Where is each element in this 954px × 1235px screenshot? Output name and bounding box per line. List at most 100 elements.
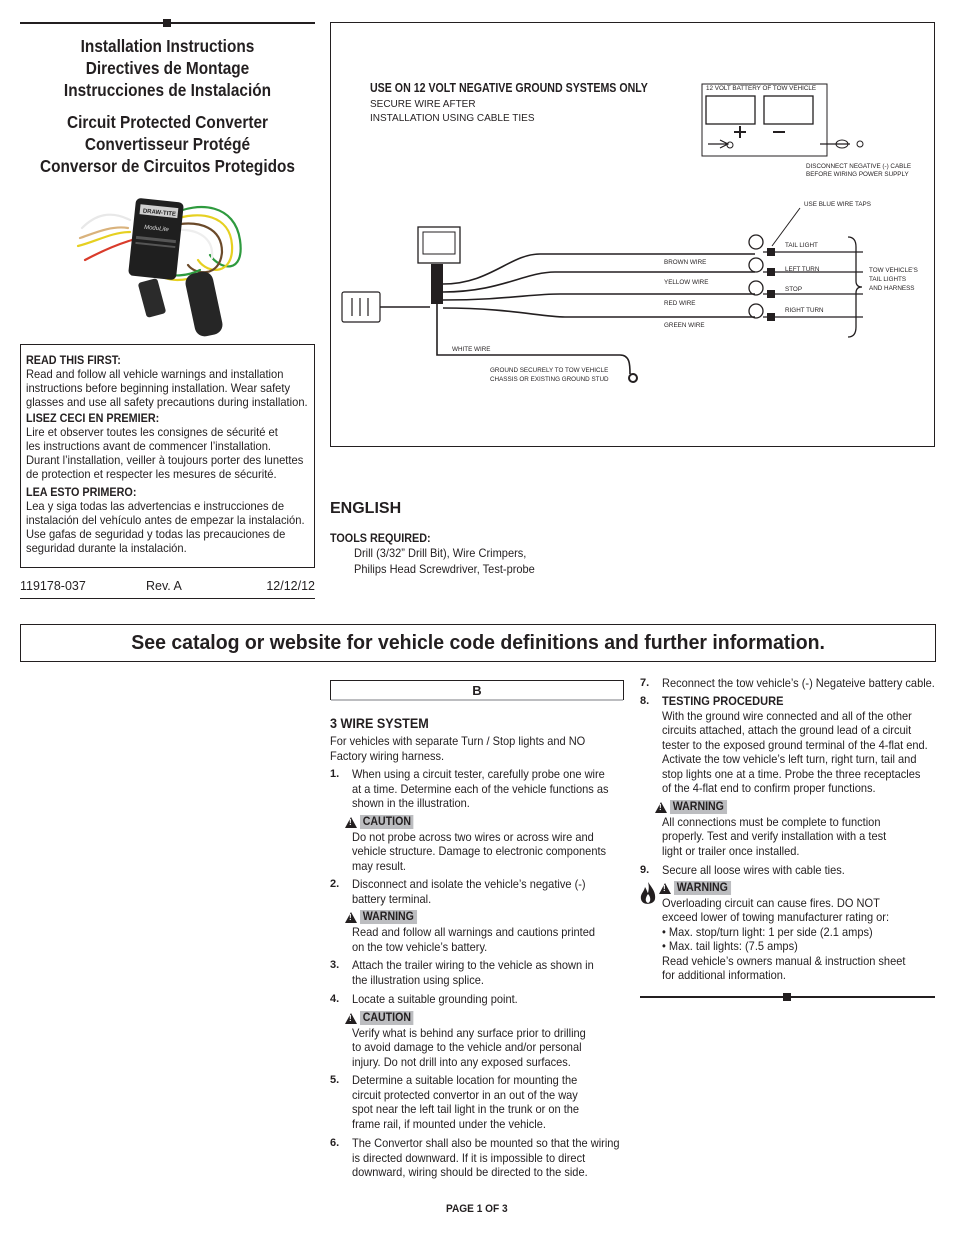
read-first-es-line: Lea y siga todas las advertencias e inst… (26, 499, 285, 513)
page-footer: PAGE 1 OF 3 (446, 1203, 508, 1215)
read-first-fr-line: Durant l’installation, veiller à toujour… (26, 453, 304, 467)
read-first-fr-line: Lire et observer toutes les consignes de… (26, 425, 278, 439)
step-2-line: Disconnect and isolate the vehicle’s neg… (352, 877, 586, 891)
read-first-en-heading: READ THIS FIRST: (26, 353, 121, 367)
caution-2-line: injury. Do not drill into any exposed su… (352, 1055, 571, 1069)
section-b-intro-2: Factory wiring harness. (330, 749, 445, 763)
step-2-number: 2. (330, 878, 340, 890)
step-9-line: Secure all loose wires with cable ties. (662, 863, 845, 877)
warning-2-line: light or trailer once installed. (662, 844, 800, 858)
warning-2-line: All connections must be complete to func… (662, 815, 881, 829)
section-b-header: B (330, 680, 624, 700)
step-5-line: frame rail, if mounted under the vehicle… (352, 1117, 546, 1131)
warning-triangle-icon (345, 911, 357, 923)
install-title-en: Installation Instructions (80, 36, 255, 56)
product-title-en: Circuit Protected Converter (66, 112, 269, 132)
use-on-note: USE ON 12 VOLT NEGATIVE GROUND SYSTEMS O… (370, 81, 648, 95)
step-7-line: Reconnect the tow vehicle’s (-) Negateiv… (662, 676, 935, 690)
catalog-banner: See catalog or website for vehicle code … (20, 624, 936, 662)
harness-label-1: TOW VEHICLE’S (869, 267, 918, 274)
read-first-fr-heading: LISEZ CECI EN PREMIER: (26, 411, 160, 425)
step-8-number: 8. (640, 695, 650, 707)
warning-badge-2: WARNING (655, 800, 732, 814)
step-8-line: With the ground wire connected and all o… (662, 709, 912, 723)
step-5-line: circuit protected convertor in an out of… (352, 1088, 578, 1102)
read-first-box: READ THIS FIRST: Read and follow all veh… (20, 344, 315, 568)
read-first-fr-line: les instructions avant de commencer l’in… (26, 439, 272, 453)
tail-light-label: TAIL LIGHT (785, 242, 818, 249)
product-title-es: Conversor de Circuitos Protegidos (39, 156, 296, 176)
section-b-title: 3 WIRE SYSTEM (330, 715, 429, 731)
step-8-line: tester to the exposed ground terminal of… (662, 738, 928, 752)
step-6-line: The Convertor shall also be mounted so t… (352, 1136, 620, 1150)
caution-1-line: Do not probe across two wires or across … (352, 830, 594, 844)
english-heading: ENGLISH (330, 500, 402, 517)
left-turn-label: LEFT TURN (785, 266, 820, 273)
step-9-number: 9. (640, 864, 650, 876)
doc-date: 12/12/12 (266, 579, 315, 593)
tools-line-1: Drill (3/32” Drill Bit), Wire Crimpers, (354, 546, 527, 560)
read-first-es-line: Use gafas de seguridad y todas las preca… (26, 527, 286, 541)
warning-1-line: on the tow vehicle’s battery. (352, 940, 488, 954)
white-wire-label: WHITE WIRE (452, 346, 491, 353)
brown-wire-label: BROWN WIRE (664, 259, 707, 266)
section-b-intro-1: For vehicles with separate Turn / Stop l… (330, 734, 586, 748)
step-6-number: 6. (330, 1137, 340, 1149)
warning-3-line: • Max. tail lights: (7.5 amps) (662, 939, 798, 953)
read-first-en-line: Read and follow all vehicle warnings and… (26, 367, 284, 381)
step-1-line: at a time. Determine each of the vehicle… (352, 782, 609, 796)
warning-triangle-icon (345, 1012, 357, 1024)
warning-badge-1: WARNING (345, 910, 422, 924)
caution-label: CAUTION (360, 1011, 414, 1025)
read-first-es-heading: LEA ESTO PRIMERO: (26, 485, 137, 499)
harness-label-2: TAIL LIGHTS (869, 276, 907, 283)
step-8-line: Activate the tow vehicle’s left turn, ri… (662, 752, 917, 766)
right-turn-label: RIGHT TURN (785, 307, 824, 314)
read-first-es-line: seguridad durante la instalación. (26, 541, 187, 555)
caution-label: CAUTION (360, 815, 414, 829)
step-1-line: shown in the illustration. (352, 796, 470, 810)
doc-info-rule (20, 598, 315, 599)
step-4-line: Locate a suitable grounding point. (352, 992, 518, 1006)
step-6-line: is directed downward. If it is impossibl… (352, 1151, 586, 1165)
step-5-line: Determine a suitable location for mounti… (352, 1073, 578, 1087)
step-8-line: stop lights one at a time. Probe the thr… (662, 767, 921, 781)
secure-wire-note-2: INSTALLATION USING CABLE TIES (370, 113, 535, 124)
yellow-wire-label: YELLOW WIRE (664, 279, 709, 286)
step-8-line: of the 4-flat end to confirm proper func… (662, 781, 876, 795)
testing-procedure-heading: TESTING PROCEDURE (662, 694, 784, 708)
caution-badge-2: CAUTION (345, 1011, 418, 1025)
read-first-fr-line: de protection et respecter les mesures d… (26, 467, 277, 481)
step-3-line: Attach the trailer wiring to the vehicle… (352, 958, 594, 972)
tools-line-2: Philips Head Screwdriver, Test-probe (354, 562, 535, 576)
caution-2-line: Verify what is behind any surface prior … (352, 1026, 586, 1040)
warning-1-line: Read and follow all warnings and caution… (352, 925, 596, 939)
stop-label: STOP (785, 286, 803, 293)
catalog-banner-text: See catalog or website for vehicle code … (131, 631, 825, 654)
step-1-line: When using a circuit tester, carefully p… (352, 767, 605, 781)
photo-brand: DRAW-TITE (142, 208, 176, 217)
product-photo: DRAW-TITE ModuLite (76, 198, 242, 337)
warning-3-line: exceed lower of towing manufacturer rati… (662, 910, 890, 924)
step-7-number: 7. (640, 677, 650, 689)
warning-label: WARNING (360, 910, 417, 924)
caution-2-line: to avoid damage to the vehicle and/or pe… (352, 1040, 582, 1054)
fire-icon (640, 882, 656, 904)
photo-model: ModuLite (144, 225, 170, 234)
warning-3-line: for additional information. (662, 968, 786, 982)
step-1-number: 1. (330, 768, 340, 780)
product-title-fr: Convertisseur Protégé (84, 134, 251, 154)
red-wire-label: RED WIRE (664, 300, 696, 307)
warning-3-line: Read vehicle’s owners manual & instructi… (662, 954, 906, 968)
warning-triangle-icon (345, 816, 357, 828)
disconnect-note-2: BEFORE WIRING POWER SUPPLY (806, 171, 909, 178)
caution-1-line: vehicle structure. Damage to electronic … (352, 844, 607, 858)
step-8-line: circuits attached, attach the ground lea… (662, 723, 912, 737)
install-title-block: Installation Instructions Directives de … (20, 35, 315, 177)
section-b-header-shadow (331, 699, 623, 701)
step-3-line: the illustration using splice. (352, 973, 484, 987)
battery-label: 12 VOLT BATTERY OF TOW VEHICLE (706, 85, 817, 92)
warning-label: WARNING (670, 800, 727, 814)
disconnect-note-1: DISCONNECT NEGATIVE (-) CABLE (806, 163, 912, 170)
part-number: 119178-037 (20, 579, 86, 593)
